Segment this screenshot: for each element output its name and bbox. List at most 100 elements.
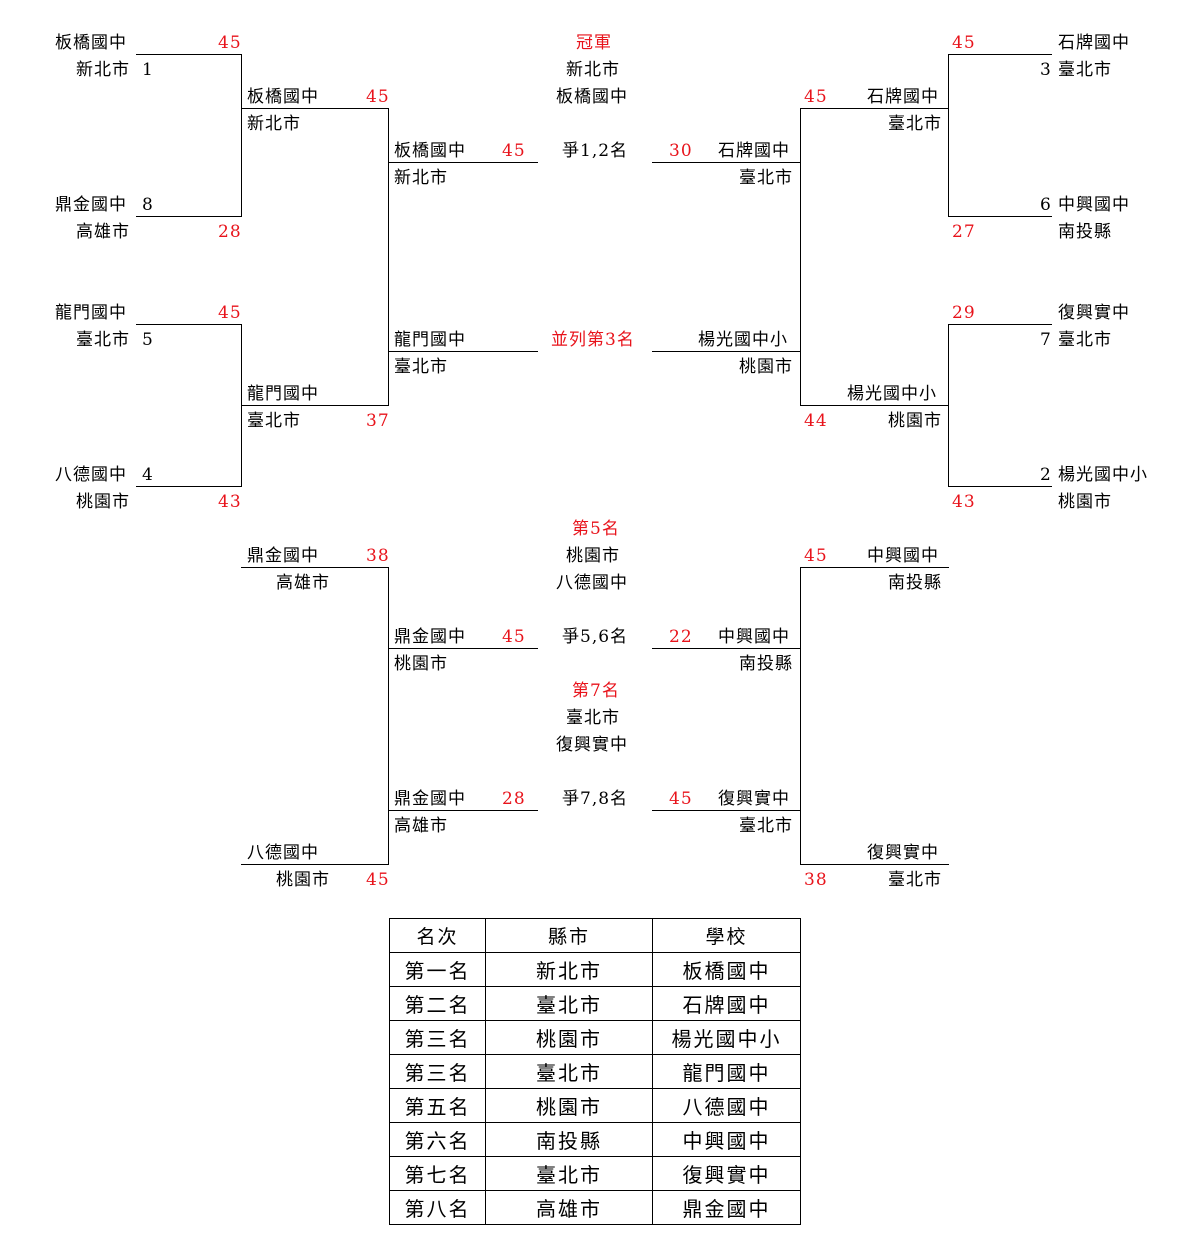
bracket-line xyxy=(388,810,538,811)
team-name: 板橋國中 xyxy=(247,87,319,107)
team-city: 高雄市 xyxy=(394,816,448,836)
fifth-place-school: 八德國中 xyxy=(556,573,628,593)
third-place-label: 並列第3名 xyxy=(551,330,635,350)
bracket-line xyxy=(948,324,1052,325)
column-header-rank: 名次 xyxy=(389,918,486,953)
team-city: 臺北市 xyxy=(1058,60,1112,80)
bracket-line xyxy=(136,324,242,325)
team-name: 龍門國中 xyxy=(55,303,127,323)
bracket-line xyxy=(800,567,801,865)
team-name: 石牌國中 xyxy=(867,87,939,107)
team-city: 新北市 xyxy=(247,114,301,134)
team-city: 臺北市 xyxy=(76,330,130,350)
city-cell: 桃園市 xyxy=(485,1088,653,1123)
school-cell: 楊光國中小 xyxy=(652,1020,801,1055)
team-name: 復興實中 xyxy=(1058,303,1130,323)
rank-cell: 第八名 xyxy=(389,1190,486,1225)
seed-number: 3 xyxy=(1040,60,1052,80)
team-name: 中興國中 xyxy=(1058,195,1130,215)
rank-cell: 第一名 xyxy=(389,952,486,987)
score: 22 xyxy=(669,627,693,647)
team-city: 桃園市 xyxy=(888,411,942,431)
team-city: 桃園市 xyxy=(1058,492,1112,512)
bracket-line xyxy=(388,108,389,406)
seed-number: 6 xyxy=(1040,195,1052,215)
seed-number: 1 xyxy=(142,60,154,80)
score: 44 xyxy=(804,411,828,431)
score: 45 xyxy=(804,546,828,566)
rank-cell: 第五名 xyxy=(389,1088,486,1123)
team-name: 板橋國中 xyxy=(55,33,127,53)
bracket-line xyxy=(652,351,801,352)
score: 27 xyxy=(952,222,976,242)
score: 43 xyxy=(218,492,242,512)
score: 29 xyxy=(952,303,976,323)
team-city: 臺北市 xyxy=(888,114,942,134)
city-cell: 臺北市 xyxy=(485,1054,653,1089)
score: 45 xyxy=(502,627,526,647)
city-cell: 新北市 xyxy=(485,952,653,987)
score: 45 xyxy=(502,141,526,161)
school-cell: 鼎金國中 xyxy=(652,1190,801,1225)
school-cell: 中興國中 xyxy=(652,1122,801,1157)
seed-number: 8 xyxy=(142,195,154,215)
table-row: 第三名 桃園市 楊光國中小 xyxy=(389,1020,801,1055)
table-row: 第二名 臺北市 石牌國中 xyxy=(389,986,801,1021)
match-label: 爭7,8名 xyxy=(562,789,629,809)
match-label: 爭5,6名 xyxy=(562,627,629,647)
bracket-line xyxy=(948,54,1052,55)
bracket-line xyxy=(241,567,389,568)
bracket-line xyxy=(241,864,389,865)
score: 45 xyxy=(366,870,390,890)
fifth-place-city: 桃園市 xyxy=(566,546,620,566)
table-row: 第八名 高雄市 鼎金國中 xyxy=(389,1190,801,1225)
score: 45 xyxy=(218,303,242,323)
rank-cell: 第三名 xyxy=(389,1020,486,1055)
team-city: 南投縣 xyxy=(739,654,793,674)
score: 45 xyxy=(366,87,390,107)
team-name: 鼎金國中 xyxy=(394,789,466,809)
bracket-line xyxy=(136,54,242,55)
bracket-line xyxy=(948,324,949,487)
rank-cell: 第三名 xyxy=(389,1054,486,1089)
column-header-school: 學校 xyxy=(652,918,801,953)
bracket-line xyxy=(388,162,538,163)
seed-number: 7 xyxy=(1040,330,1052,350)
team-name: 復興實中 xyxy=(867,843,939,863)
team-name: 中興國中 xyxy=(718,627,790,647)
seventh-place-label: 第7名 xyxy=(572,681,620,701)
seventh-place-city: 臺北市 xyxy=(566,708,620,728)
team-name: 八德國中 xyxy=(55,465,127,485)
table-row: 第七名 臺北市 復興實中 xyxy=(389,1156,801,1191)
champion-label: 冠軍 xyxy=(576,33,612,53)
rank-cell: 第七名 xyxy=(389,1156,486,1191)
team-city: 新北市 xyxy=(76,60,130,80)
bracket-line xyxy=(652,648,801,649)
bracket-line xyxy=(241,108,389,109)
bracket-line xyxy=(800,405,949,406)
school-cell: 石牌國中 xyxy=(652,986,801,1021)
table-row: 第三名 臺北市 龍門國中 xyxy=(389,1054,801,1089)
champion-school: 板橋國中 xyxy=(556,87,628,107)
bracket-line xyxy=(800,108,801,406)
team-name: 楊光國中小 xyxy=(1058,465,1148,485)
ranking-table: 名次 縣市 學校 第一名 新北市 板橋國中 第二名 臺北市 石牌國中 第三名 桃… xyxy=(389,918,801,1225)
score: 38 xyxy=(804,870,828,890)
score: 37 xyxy=(366,411,390,431)
fifth-place-label: 第5名 xyxy=(572,519,620,539)
score: 45 xyxy=(669,789,693,809)
column-header-city: 縣市 xyxy=(485,918,653,953)
bracket-line xyxy=(388,567,389,865)
score: 45 xyxy=(218,33,242,53)
team-city: 臺北市 xyxy=(739,816,793,836)
team-name: 中興國中 xyxy=(867,546,939,566)
score: 38 xyxy=(366,546,390,566)
team-city: 桃園市 xyxy=(739,357,793,377)
rank-cell: 第二名 xyxy=(389,986,486,1021)
bracket-line xyxy=(241,405,389,406)
team-name: 石牌國中 xyxy=(1058,33,1130,53)
team-city: 桃園市 xyxy=(76,492,130,512)
bracket-line xyxy=(948,216,1052,217)
bracket-line xyxy=(800,864,949,865)
